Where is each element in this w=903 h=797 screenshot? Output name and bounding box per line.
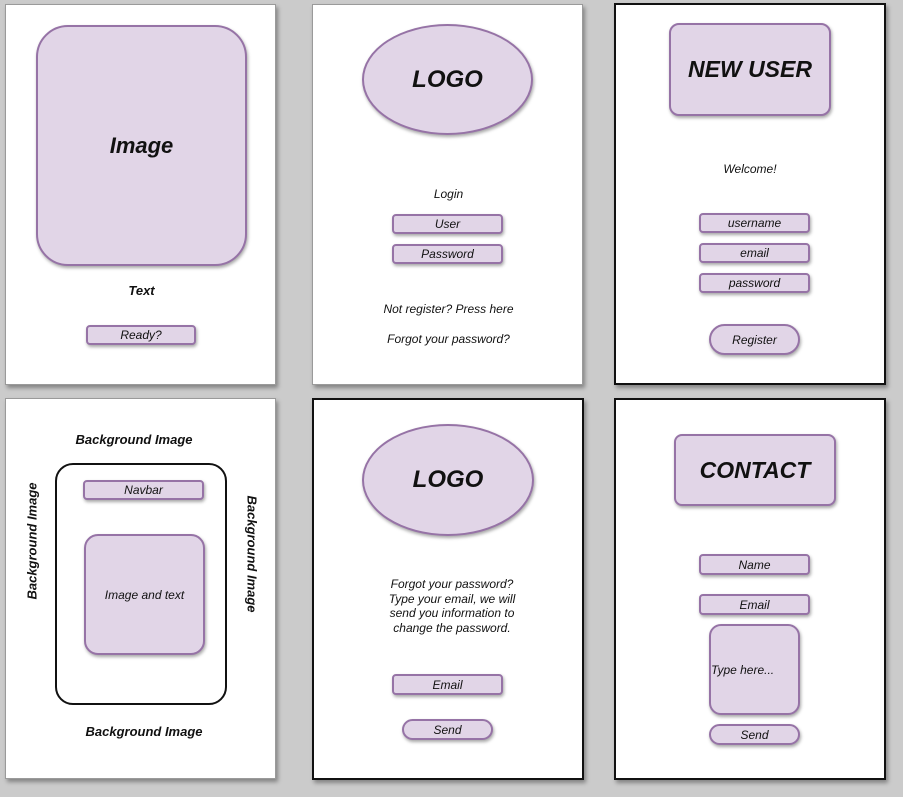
bg-top-label: Background Image	[75, 432, 193, 447]
contact-panel: CONTACT Name Email Type here... Send	[614, 398, 886, 780]
logo-ellipse: LOGO	[362, 24, 533, 135]
message-placeholder: Type here...	[711, 662, 775, 677]
contact-title: CONTACT	[699, 456, 811, 483]
forgot-password-message: Forgot your password? Type your email, w…	[314, 577, 590, 635]
register-link[interactable]: Not register? Press here	[383, 302, 514, 316]
image-placeholder: Image	[36, 25, 247, 266]
email-field[interactable]: email	[699, 243, 810, 263]
image-label: Image	[109, 132, 174, 158]
email-field[interactable]: Email	[392, 674, 503, 695]
text-label: Text	[128, 283, 155, 298]
splash-screen-panel: Image Text Ready?	[5, 4, 276, 385]
new-user-title-box: NEW USER	[669, 23, 831, 116]
login-label: Login	[433, 187, 464, 201]
bg-right-label: Background Image	[244, 495, 260, 613]
layout-panel: Background Image Navbar Image and text B…	[5, 398, 276, 779]
message-line-3: send you information to	[389, 606, 515, 620]
send-button[interactable]: Send	[709, 724, 800, 745]
password-field[interactable]: Password	[392, 244, 503, 264]
name-field[interactable]: Name	[699, 554, 810, 575]
image-and-text-box: Image and text	[84, 534, 205, 655]
send-button[interactable]: Send	[402, 719, 493, 740]
login-screen-panel: LOGO Login User Password Not register? P…	[312, 4, 583, 385]
password-field[interactable]: password	[699, 273, 810, 293]
message-line-2: Type your email, we will	[388, 591, 516, 606]
ready-button[interactable]: Ready?	[86, 325, 196, 345]
forgot-password-link[interactable]: Forgot your password?	[387, 332, 510, 346]
bg-left-label: Background Image	[24, 482, 40, 600]
contact-title-box: CONTACT	[674, 434, 836, 506]
email-field[interactable]: Email	[699, 594, 810, 615]
new-user-panel: NEW USER Welcome! username email passwor…	[614, 3, 886, 385]
register-button[interactable]: Register	[709, 324, 800, 355]
bg-bottom-label: Background Image	[85, 724, 203, 739]
new-user-title: NEW USER	[688, 56, 812, 82]
message-line-1: Forgot your password?	[390, 577, 514, 591]
message-line-4: change the password.	[393, 620, 511, 635]
welcome-text: Welcome!	[723, 162, 777, 176]
logo-ellipse: LOGO	[362, 424, 534, 536]
forgot-password-panel: LOGO Forgot your password? Type your ema…	[312, 398, 584, 780]
user-field[interactable]: User	[392, 214, 503, 234]
username-field[interactable]: username	[699, 213, 810, 233]
navbar-box: Navbar	[83, 480, 204, 500]
message-textarea[interactable]: Type here...	[709, 624, 800, 715]
